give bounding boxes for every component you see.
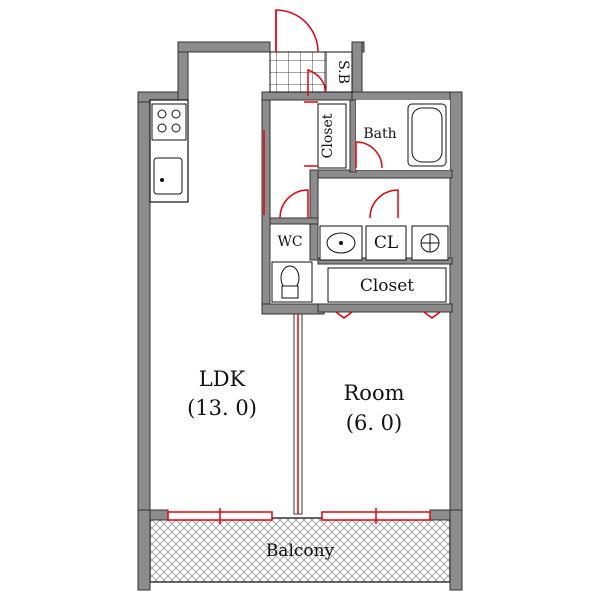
doors <box>263 9 441 514</box>
closet-room: Closet <box>327 267 447 303</box>
closet-room-label: Closet <box>360 276 414 296</box>
wc-label: WC <box>277 234 302 250</box>
washroom: CL <box>319 225 449 261</box>
wc: WC <box>271 234 313 303</box>
bath-label: Bath <box>363 126 396 142</box>
bathtub-icon <box>407 103 447 167</box>
balcony-windows <box>167 508 431 524</box>
balcony: Balcony <box>149 517 451 583</box>
wc-door-icon <box>279 189 309 219</box>
hall-closet-door-icon <box>304 101 318 167</box>
closet-sliding-door-icon <box>335 311 441 319</box>
sb-door-icon <box>307 68 327 96</box>
ldk-size: (13. 0) <box>187 396 257 420</box>
shoe-box: S.B <box>269 51 353 93</box>
cl-label: CL <box>374 233 398 253</box>
closet-hall: Closet <box>317 103 347 169</box>
balcony-label: Balcony <box>266 541 335 561</box>
cl-door-icon <box>369 189 399 219</box>
room-label: Room <box>343 381 404 405</box>
bath-door-icon <box>355 141 383 169</box>
stove-icon <box>157 109 181 133</box>
toilet-icon <box>280 265 300 299</box>
bath: Bath <box>356 100 450 170</box>
entrance-door-icon <box>275 9 319 53</box>
ldk-label: LDK <box>199 367 246 391</box>
outer-walls <box>137 41 463 591</box>
room-size: (6. 0) <box>346 411 402 435</box>
kitchen <box>149 99 189 203</box>
sb-label: S.B <box>335 60 351 84</box>
sink-icon <box>153 157 183 195</box>
closet-hall-label: Closet <box>320 113 336 158</box>
